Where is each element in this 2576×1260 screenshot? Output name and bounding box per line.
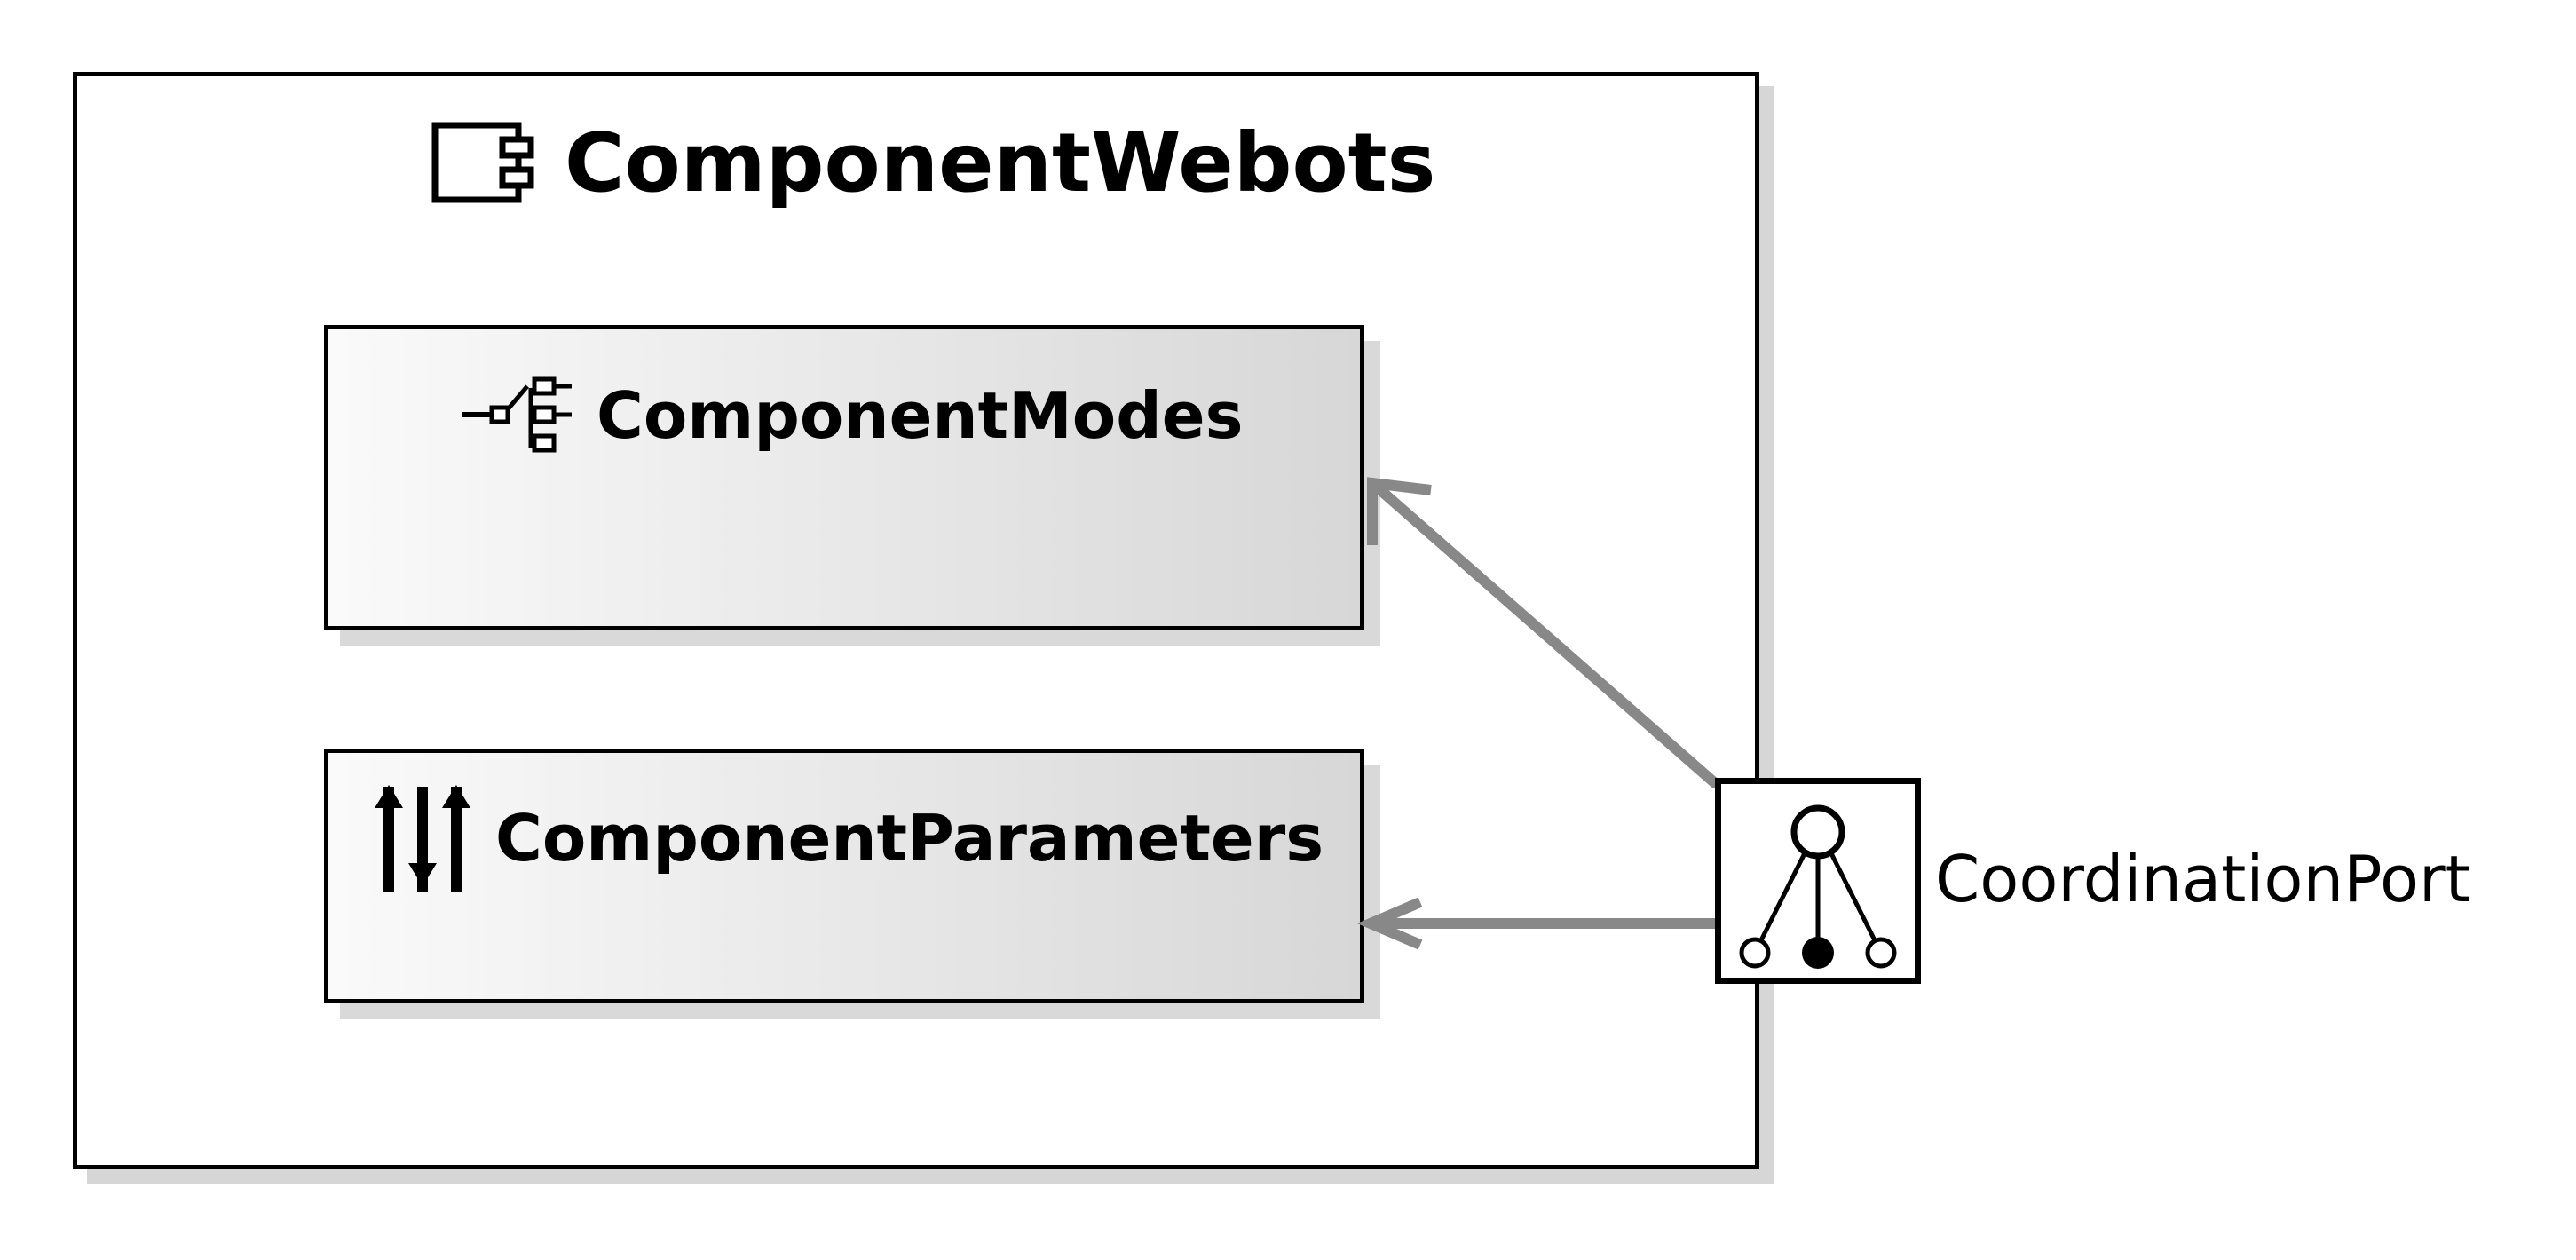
component-modes-header: ComponentModes bbox=[460, 371, 1243, 460]
component-parameters-title: ComponentParameters bbox=[495, 801, 1324, 876]
component-modes-title: ComponentModes bbox=[597, 378, 1244, 453]
component-title: ComponentWebots bbox=[565, 115, 1436, 210]
component-modes-box[interactable] bbox=[324, 325, 1364, 630]
component-icon bbox=[431, 122, 534, 203]
component-parameters-header: ComponentParameters bbox=[373, 781, 1324, 895]
coordination-port-icon bbox=[1739, 804, 1897, 969]
component-parameters-box[interactable] bbox=[324, 749, 1364, 1003]
coordination-port-box[interactable] bbox=[1715, 778, 1921, 984]
coordination-port-label: CoordinationPort bbox=[1935, 842, 2470, 916]
parameters-sliders-icon bbox=[375, 785, 470, 892]
component-header: ComponentWebots bbox=[431, 114, 1435, 211]
modes-tree-icon bbox=[462, 376, 572, 453]
